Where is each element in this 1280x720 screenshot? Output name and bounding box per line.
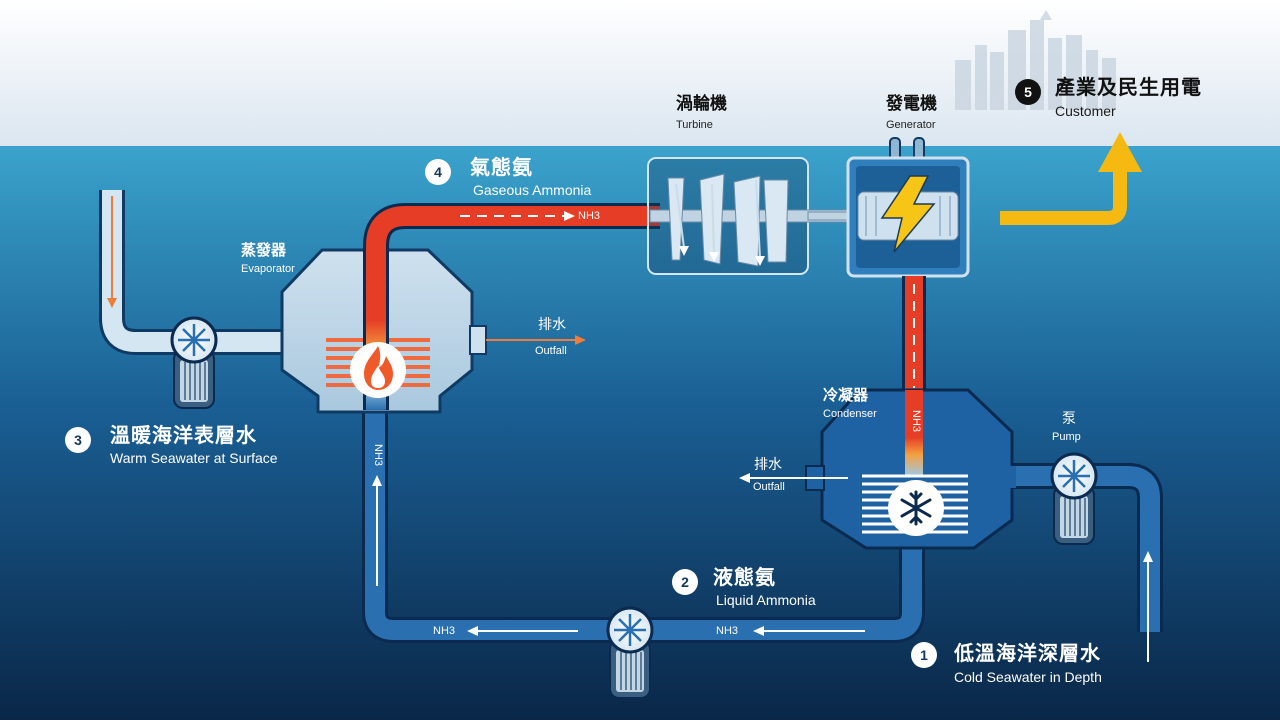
liquid-right-label: NH3 <box>716 625 739 637</box>
evaporator-outfall-label-en: Outfall <box>535 345 567 357</box>
step-badge-2: 2 <box>672 569 698 595</box>
step-5-title: 產業及民生用電 <box>1055 75 1202 99</box>
gas-line-label: NH3 <box>578 210 601 222</box>
evaporator-label: 蒸發器 <box>241 241 287 259</box>
step-4-title: 氣態氨 <box>470 155 533 179</box>
pump-label-en: Pump <box>1052 431 1081 443</box>
condenser-inlet-label: NH3 <box>910 410 922 433</box>
lightning-bolt-icon <box>880 175 936 253</box>
step-badge-5: 5 <box>1015 79 1041 105</box>
power-output-arrow <box>1000 170 1127 225</box>
snowflake-icon <box>888 480 944 536</box>
step-badge-4: 4 <box>425 159 451 185</box>
evaporator-outfall-label: 排水 <box>538 317 566 333</box>
step-5-subtitle: Customer <box>1055 103 1116 119</box>
flame-icon <box>350 342 406 398</box>
step-3-subtitle: Warm Seawater at Surface <box>110 450 278 466</box>
step-badge-3: 3 <box>65 427 91 453</box>
pump-icon <box>606 606 654 699</box>
turbine-label-en: Turbine <box>676 119 713 131</box>
generator-label: 發電機 <box>886 94 937 114</box>
step-badge-1: 1 <box>911 642 937 668</box>
step-1-subtitle: Cold Seawater in Depth <box>954 669 1102 685</box>
evaporator-return-label: NH3 <box>372 444 384 467</box>
evaporator-label-en: Evaporator <box>241 263 295 275</box>
pump-icon <box>170 316 218 409</box>
pump-label: 泵 <box>1062 411 1076 427</box>
condenser-label-en: Condenser <box>823 408 877 420</box>
pump-icon <box>1050 452 1098 545</box>
condenser-outfall-label: 排水 <box>754 457 782 473</box>
condenser-outfall-label-en: Outfall <box>753 481 785 493</box>
step-1-title: 低溫海洋深層水 <box>954 641 1101 665</box>
condenser-label: 冷凝器 <box>823 386 869 404</box>
step-2-title: 液態氨 <box>713 565 776 589</box>
step-4-subtitle: Gaseous Ammonia <box>473 182 592 198</box>
step-2-subtitle: Liquid Ammonia <box>716 592 816 608</box>
liquid-left-label: NH3 <box>433 625 456 637</box>
step-3-title: 溫暖海洋表層水 <box>110 423 257 447</box>
generator-label-en: Generator <box>886 119 936 131</box>
turbine-label: 渦輪機 <box>676 94 727 114</box>
turbine-icon <box>667 173 789 267</box>
